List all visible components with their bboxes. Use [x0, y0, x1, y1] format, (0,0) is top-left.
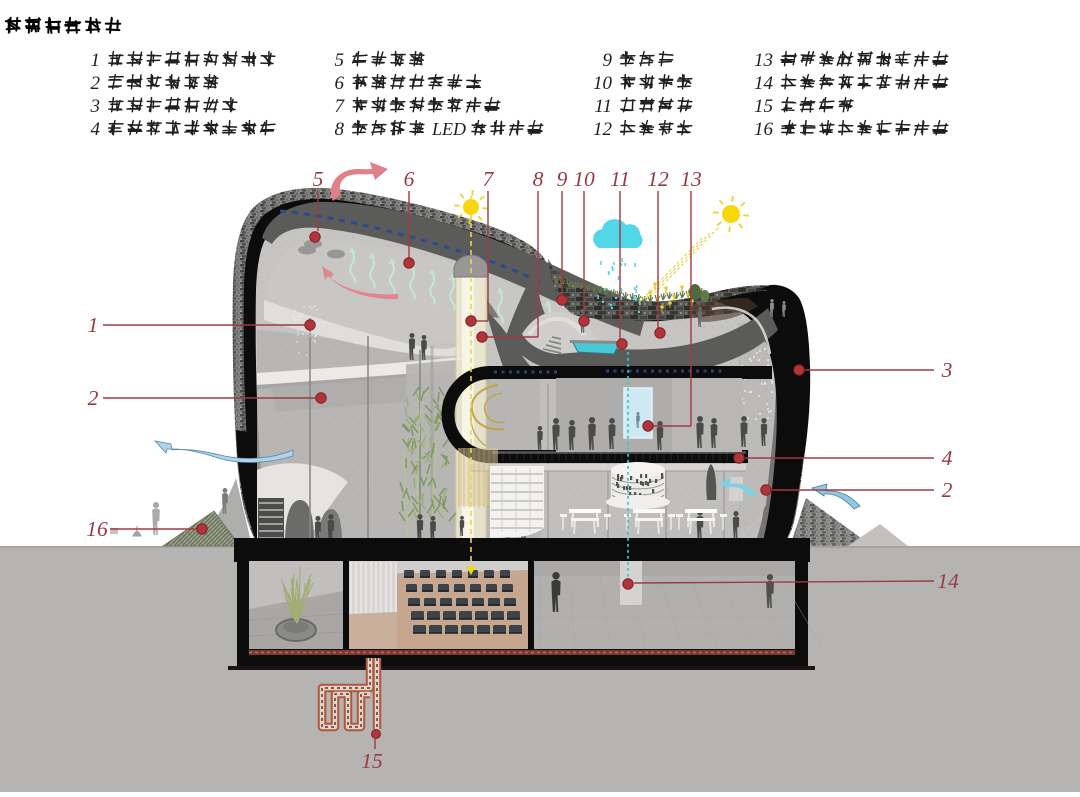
svg-text:11: 11 — [610, 167, 630, 191]
svg-text:14: 14 — [754, 73, 774, 94]
svg-text:3: 3 — [90, 96, 101, 117]
svg-text:6: 6 — [404, 167, 415, 191]
svg-text:2: 2 — [91, 73, 101, 94]
svg-text:7: 7 — [335, 96, 346, 117]
svg-text:11: 11 — [594, 96, 612, 117]
svg-text:14: 14 — [937, 569, 959, 593]
svg-text:16: 16 — [86, 517, 108, 541]
svg-text:2: 2 — [88, 386, 99, 410]
svg-text:LED: LED — [431, 119, 466, 139]
svg-text:15: 15 — [361, 749, 383, 773]
svg-text:6: 6 — [335, 73, 345, 94]
svg-text:8: 8 — [533, 167, 544, 191]
svg-text:3: 3 — [941, 358, 953, 382]
svg-text:2: 2 — [942, 478, 953, 502]
svg-text:5: 5 — [335, 50, 345, 71]
svg-text:16: 16 — [754, 119, 774, 140]
svg-text:10: 10 — [593, 73, 613, 94]
svg-text:13: 13 — [680, 167, 702, 191]
svg-text:7: 7 — [483, 167, 495, 191]
svg-text:1: 1 — [88, 313, 99, 337]
svg-text:13: 13 — [754, 50, 773, 71]
svg-text:5: 5 — [313, 167, 324, 191]
svg-text:4: 4 — [91, 119, 101, 140]
svg-text:10: 10 — [573, 167, 595, 191]
svg-text:12: 12 — [647, 167, 669, 191]
svg-text:9: 9 — [603, 50, 613, 71]
svg-text:15: 15 — [754, 96, 773, 117]
svg-text:9: 9 — [557, 167, 568, 191]
svg-text:4: 4 — [942, 446, 953, 470]
svg-text:1: 1 — [91, 50, 101, 71]
svg-text:12: 12 — [593, 119, 613, 140]
svg-text:8: 8 — [335, 119, 345, 140]
